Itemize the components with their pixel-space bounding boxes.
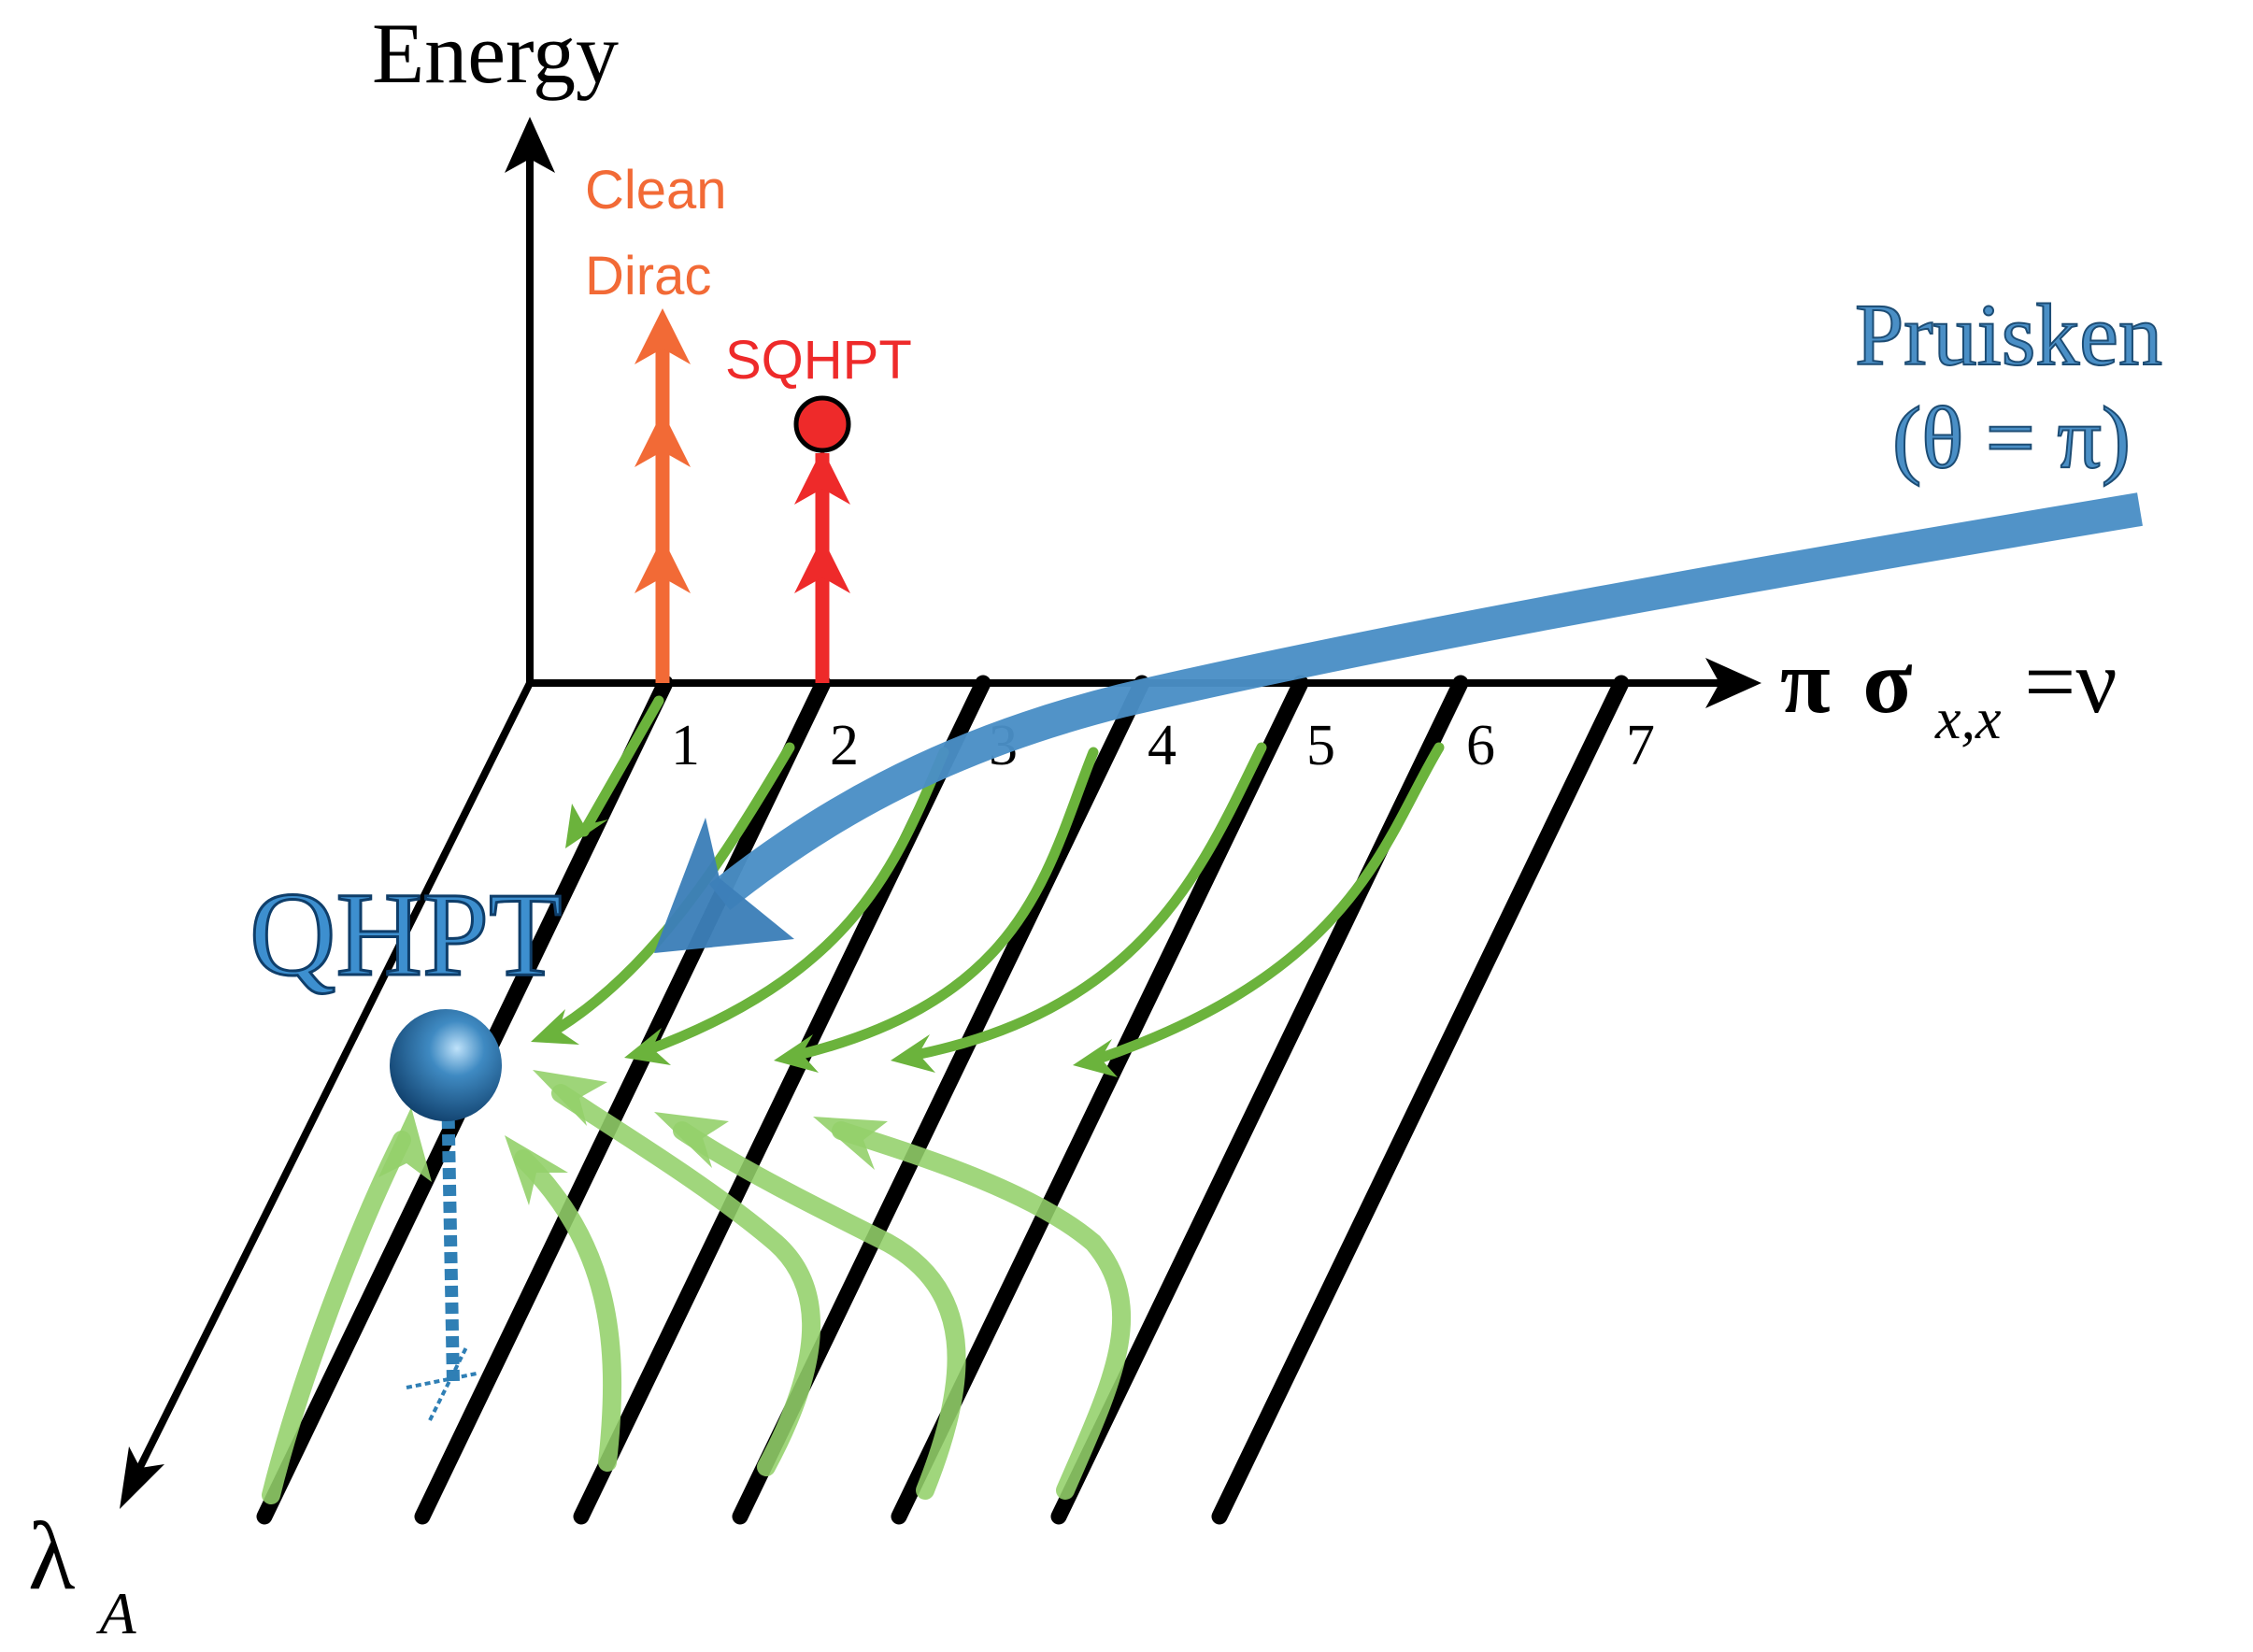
pruisken-label-line1: Pruisken xyxy=(1855,287,2162,384)
critical-flow-1 xyxy=(578,695,664,837)
plateau-arrowhead-d xyxy=(654,1112,729,1168)
level-label-4: 4 xyxy=(1148,714,1176,777)
critical-arrowhead-4 xyxy=(774,1034,819,1073)
sqhpt-fixed-point xyxy=(793,395,851,453)
critical-arrowhead-3 xyxy=(624,1028,671,1065)
sigma-label-equals: =ν xyxy=(2024,632,2118,733)
clean-dirac-label-line1: Clean xyxy=(585,160,727,221)
filling-line-6 xyxy=(1050,675,1469,1525)
lambda-axis-label: λ A xyxy=(28,1502,136,1646)
clean-dirac-arrowhead-mid xyxy=(635,411,691,467)
plateau-arrowhead-a xyxy=(378,1107,432,1182)
sqhpt-arrowhead-top xyxy=(794,449,850,505)
clean-dirac-arrowhead-top xyxy=(635,308,691,364)
plateau-flow-a xyxy=(262,1131,411,1504)
clean-dirac-arrowhead-low xyxy=(635,537,691,593)
qhpt-fixed-point xyxy=(390,1009,502,1421)
level-label-7: 7 xyxy=(1626,714,1655,777)
critical-arrowhead-2 xyxy=(531,1009,579,1045)
critical-arrowhead-1 xyxy=(565,804,608,848)
sigma-axis-label: π σ x,x =ν xyxy=(1780,632,2118,759)
pruisken-label-line2: (θ = π) xyxy=(1892,390,2131,487)
qhpt-projection-tick-a xyxy=(406,1372,478,1389)
level-label-1: 1 xyxy=(671,714,700,777)
clean-dirac-flow xyxy=(635,308,691,683)
filling-line-5 xyxy=(891,675,1309,1525)
filling-level-numbers: 1 2 3 4 5 6 7 xyxy=(671,714,1655,777)
lambda-subscript: A xyxy=(95,1580,136,1646)
critical-flow-6 xyxy=(1088,742,1445,1066)
critical-arrowhead-5 xyxy=(891,1034,935,1073)
plateau-flow-c xyxy=(551,1084,821,1476)
level-label-2: 2 xyxy=(830,714,859,777)
plateau-flow-e xyxy=(832,1121,1131,1500)
filling-line-7 xyxy=(1211,675,1630,1525)
plateau-arrowhead-c xyxy=(533,1070,607,1126)
level-label-6: 6 xyxy=(1466,714,1495,777)
energy-axis-arrowhead xyxy=(505,117,555,173)
plateau-arrowhead-e xyxy=(813,1117,888,1170)
lambda-symbol: λ xyxy=(28,1502,75,1610)
pruisken-flow xyxy=(654,492,2143,953)
qhpt-sphere xyxy=(390,1009,502,1121)
sigma-label-subscript: x,x xyxy=(1934,688,2002,751)
lambda-axis-arrowhead xyxy=(120,1446,164,1509)
plateau-flows xyxy=(262,1084,1131,1504)
energy-axis-label: Energy xyxy=(372,6,619,101)
pruisken-arrowhead xyxy=(654,818,794,953)
level-label-5: 5 xyxy=(1306,714,1335,777)
plateau-flow-arrowheads xyxy=(378,1070,888,1205)
critical-flow-5 xyxy=(905,742,1267,1061)
sqhpt-flow xyxy=(793,395,851,683)
critical-arrowhead-6 xyxy=(1073,1039,1118,1077)
qhpt-projection-tick-b xyxy=(428,1345,469,1421)
lambda-axis xyxy=(132,681,534,1478)
pruisken-flow-body xyxy=(708,492,2143,911)
critical-flow-arrowheads xyxy=(531,804,1118,1077)
sigma-axis-arrowhead xyxy=(1705,658,1761,708)
sqhpt-arrowhead-low xyxy=(794,537,850,593)
plateau-arrowhead-b xyxy=(505,1135,568,1205)
qhpt-label: QHPT xyxy=(250,868,562,1001)
critical-flow-4 xyxy=(789,747,1099,1061)
filling-line-2 xyxy=(414,675,832,1525)
sigma-label-pi: π xyxy=(1780,632,1831,733)
clean-dirac-label-line2: Dirac xyxy=(585,246,711,306)
plateau-flow-d xyxy=(673,1121,966,1500)
plateau-flow-b xyxy=(514,1149,622,1472)
critical-flow-3 xyxy=(639,747,949,1057)
sigma-label-sigma: σ xyxy=(1862,632,1912,733)
sqhpt-label: SQHPT xyxy=(725,330,912,391)
